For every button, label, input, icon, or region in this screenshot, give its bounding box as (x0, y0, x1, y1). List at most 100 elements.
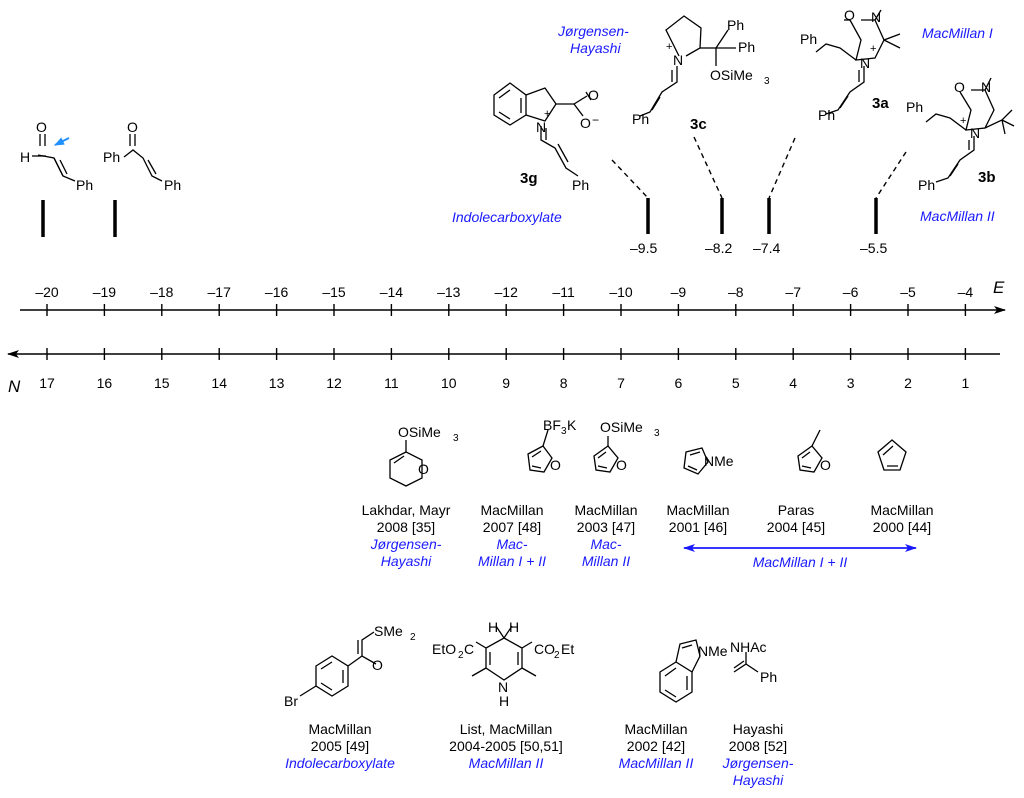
svg-text:3: 3 (561, 426, 567, 437)
nuc-10-caption: Hayashi 2008 [52] Jørgensen- Hayashi (722, 721, 794, 788)
n-tick-label: 14 (211, 375, 227, 391)
n-tick-label: 17 (39, 375, 55, 391)
svg-text:+: + (960, 115, 966, 127)
svg-text:+: + (666, 41, 672, 53)
e-tick-label: –12 (495, 284, 519, 300)
n-tick-label: 3 (847, 375, 855, 391)
svg-text:Ph: Ph (818, 107, 835, 123)
silyloxyfuran: OSiMe 3 O (593, 419, 660, 473)
e-tick-label: –10 (609, 284, 633, 300)
svg-text:Ph: Ph (760, 669, 777, 685)
e-tick-label: –9 (671, 284, 687, 300)
iminium-3a-structure: O N N + Ph Ph 3a (800, 7, 901, 123)
e-value-3g: –9.5 (630, 240, 657, 256)
catalyst-3g: Indolecarboxylate (452, 209, 562, 225)
nuc-2-caption: MacMillan 2007 [48] Mac- Millan I + II (477, 502, 547, 569)
svg-text:Ph: Ph (918, 177, 935, 193)
svg-text:H: H (488, 619, 498, 635)
svg-text:SMe: SMe (374, 623, 403, 639)
range-label: MacMillan I + II (752, 554, 848, 570)
label-3a: 3a (872, 95, 889, 112)
n-axis-label: N (8, 377, 21, 396)
sulfur-ylide-ketone: Br O SMe 2 (284, 623, 416, 709)
svg-text:Ph: Ph (572, 177, 589, 193)
svg-text:Ph: Ph (632, 111, 649, 127)
n-tick-label: 16 (97, 375, 113, 391)
svg-text:Et: Et (561, 641, 574, 657)
enamide: NHAc Ph (730, 639, 777, 685)
n-tick-label: 10 (441, 375, 457, 391)
svg-text:3: 3 (453, 433, 459, 444)
svg-text:K: K (567, 417, 577, 433)
e-tick-label: –13 (437, 284, 461, 300)
svg-text:N: N (673, 52, 683, 68)
iminium-3c-structure: N + Ph Ph OSiMe 3 Ph 3c (632, 15, 770, 133)
catalyst-3b: MacMillan II (920, 208, 995, 224)
n-tick-label: 12 (326, 375, 342, 391)
svg-text:+: + (544, 108, 550, 120)
svg-text:NHAc: NHAc (730, 639, 767, 655)
svg-text:Ph: Ph (906, 99, 923, 115)
dash-3b (875, 151, 907, 199)
n-tick-label: 9 (502, 375, 510, 391)
n-tick-label: 11 (384, 375, 399, 391)
svg-text:O: O (36, 119, 47, 135)
nuc-7-caption: MacMillan 2005 [49] Indolecarboxylate (285, 721, 395, 771)
nuc-8-caption: List, MacMillan 2004-2005 [50,51] MacMil… (449, 721, 563, 771)
n-tick-label: 8 (560, 375, 568, 391)
e-tick-label: –7 (785, 284, 801, 300)
dash-3c (693, 136, 723, 199)
svg-text:O: O (127, 119, 138, 135)
svg-text:CO: CO (534, 641, 555, 657)
furyl-trifluoroborate: BF 3 K O (527, 417, 577, 473)
svg-text:O: O (550, 457, 561, 473)
svg-text:3: 3 (654, 428, 660, 439)
n-methylpyrrole: NMe (683, 447, 734, 475)
svg-text:−: − (592, 113, 599, 127)
svg-text:N: N (981, 79, 991, 95)
nuc-4-caption: MacMillan 2001 [46] (666, 502, 730, 535)
nuc-5-caption: Paras 2004 [45] (766, 502, 826, 535)
electrophilicity-axis: –20–19–18–17–16–15–14–13–12–11–10–9–8–7–… (20, 278, 1006, 316)
svg-text:Ph: Ph (103, 149, 120, 165)
svg-text:Ph: Ph (164, 177, 181, 193)
e-tick-label: –4 (958, 284, 974, 300)
svg-text:2: 2 (410, 632, 416, 643)
svg-text:OSiMe: OSiMe (600, 419, 643, 435)
n-tick-label: 6 (675, 375, 683, 391)
e-value-3c: –8.2 (705, 240, 732, 256)
iminium-3b-structure: O N N + Ph Ph 3b (906, 77, 1015, 193)
n-tick-label: 4 (789, 375, 797, 391)
catalyst-3c-line1: Jørgensen- (557, 23, 629, 39)
svg-text:Ph: Ph (800, 31, 817, 47)
chalcone-structure: O Ph Ph (103, 119, 181, 193)
n-tick-label: 1 (962, 375, 970, 391)
svg-text:BF: BF (543, 417, 561, 433)
cyclopentadiene (877, 439, 907, 471)
nuc-6-caption: MacMillan 2000 [44] (870, 502, 934, 535)
svg-text:H: H (499, 693, 509, 709)
svg-text:OSiMe: OSiMe (398, 424, 441, 440)
electrophile-bars: –9.5 –8.2 –7.4 –5.5 (41, 136, 907, 256)
iminium-3g-structure: N + O O − Ph 3g (493, 82, 599, 193)
n-tick-label: 15 (154, 375, 170, 391)
e-axis-ticks: –20–19–18–17–16–15–14–13–12–11–10–9–8–7–… (35, 284, 973, 316)
nuc-9-caption: MacMillan 2002 [42] MacMillan II (618, 721, 694, 771)
e-tick-label: –11 (552, 284, 575, 300)
svg-text:NMe: NMe (698, 643, 728, 659)
svg-text:O: O (418, 461, 429, 477)
svg-text:OSiMe: OSiMe (710, 67, 753, 83)
e-tick-label: –14 (380, 284, 404, 300)
e-tick-label: –19 (93, 284, 117, 300)
svg-text:N: N (860, 55, 870, 71)
svg-text:O: O (580, 115, 591, 131)
label-3c: 3c (690, 116, 707, 133)
svg-text:O: O (616, 457, 627, 473)
label-3b: 3b (978, 169, 996, 186)
e-tick-label: –6 (843, 284, 859, 300)
svg-text:N: N (498, 679, 508, 695)
e-value-3b: –5.5 (860, 240, 887, 256)
svg-text:EtO: EtO (432, 641, 456, 657)
